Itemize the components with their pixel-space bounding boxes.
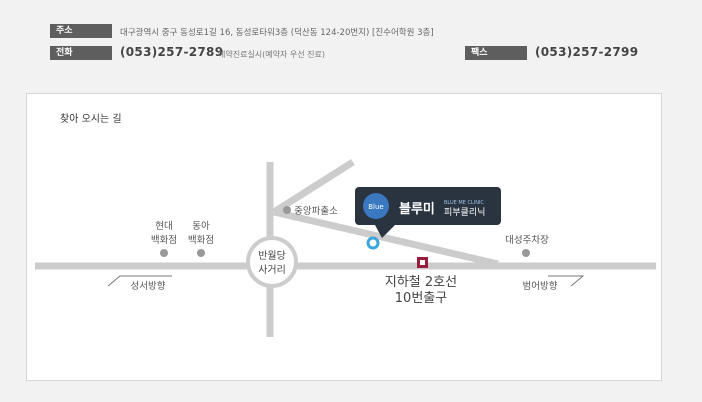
contact-info: 주소 대구광역시 중구 동성로1길 16, 동성로타워3층 (덕산동 124-2… [0,0,702,80]
donga-label-2: 백화점 [188,234,214,246]
address-label: 주소 [50,24,112,38]
phone-number: (053)257-2789 [120,45,224,59]
clinic-logo-text: Blue [368,203,384,211]
donga-label-1: 동아 [192,221,210,232]
junction-label-2: 사거리 [258,264,286,276]
clinic-logo-icon [363,193,389,219]
donga-dot [197,249,205,257]
clinic-name: 블루미 [399,201,435,217]
clinic-callout: Blue 블루미 BLUE ME CLINIC 피부클리닉 [355,187,501,238]
hyundai-dot [160,249,168,257]
clinic-location-icon [366,236,380,250]
diagonal-road-upper [272,159,355,215]
subway-label-1: 지하철 2호선 [385,275,457,290]
hyundai-label-1: 현대 [155,221,172,232]
parking-label: 대성주차장 [505,234,549,246]
map-panel [26,93,662,381]
junction-circle [246,236,298,288]
phone-note: 예약진료실시(예약자 우선 진료) [218,50,326,59]
police-label: 중앙파출소 [294,205,338,217]
map-title: 찾아 오시는 길 [60,114,122,125]
phone-label: 전화 [50,46,112,60]
right-arrow [548,275,585,287]
police-dot [283,206,291,214]
diagonal-road-lower [273,208,499,268]
clinic-subtitle: 피부클리닉 [444,207,485,218]
right-direction-label: 범어방향 [523,280,558,292]
hyundai-label-2: 백화점 [151,234,177,246]
subway-label-2: 10번출구 [395,291,447,306]
left-direction-label: 성서방향 [131,280,166,292]
parking-dot [522,249,530,257]
junction-label-1: 반월당 [258,250,286,262]
left-arrow [107,275,172,287]
clinic-name-en: BLUE ME CLINIC [444,200,484,206]
address-text: 대구광역시 중구 동성로1길 16, 동성로타워3층 (덕산동 124-20번지… [120,28,434,38]
fax-label: 팩스 [465,46,527,60]
fax-number: (053)257-2799 [535,45,639,59]
